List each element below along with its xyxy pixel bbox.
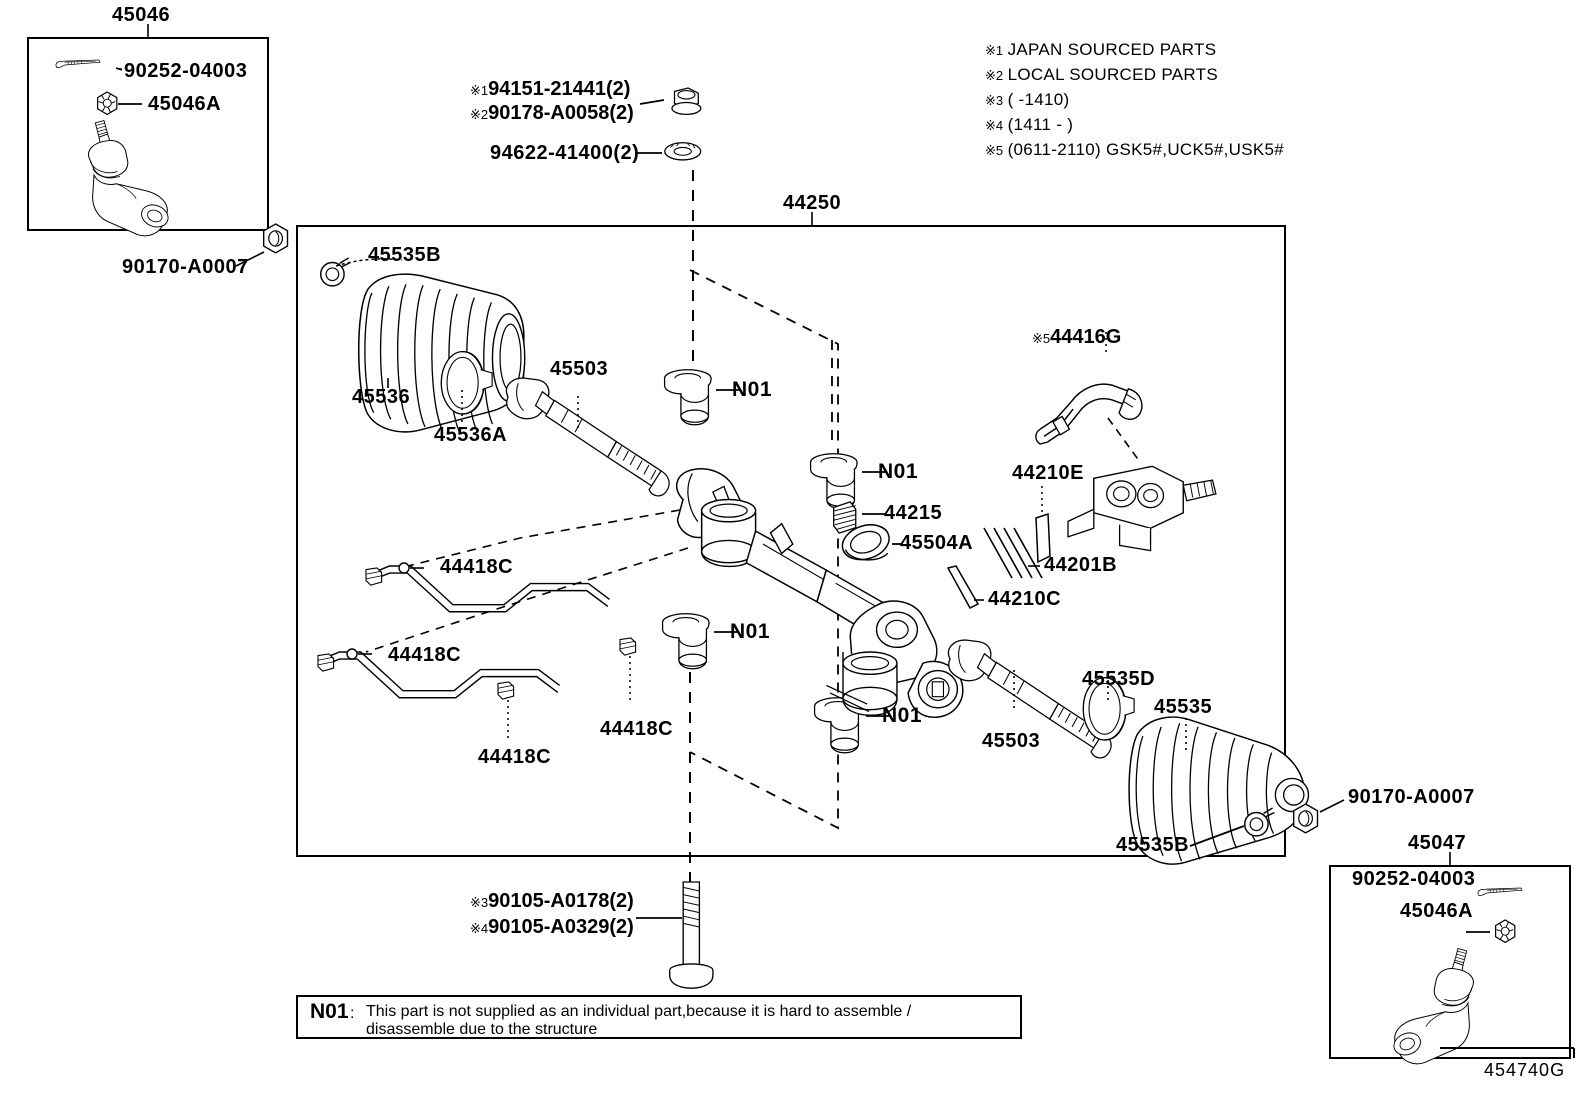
label-44418C-0: 44418C xyxy=(440,556,514,578)
label-45536A: 45536A xyxy=(434,424,508,446)
mark-2: ※2 xyxy=(470,107,489,122)
bottom-callout-0: ※390105-A0178(2) xyxy=(470,890,634,913)
top-callout-1: ※290178-A0058(2) xyxy=(470,102,634,125)
label-44201B: 44201B xyxy=(1044,554,1118,576)
bottom-callout-1: ※490105-A0329(2) xyxy=(470,916,634,939)
label-44215: 44215 xyxy=(884,502,943,524)
label-44418C-2: 44418C xyxy=(600,718,674,740)
diagram-code: 454740G xyxy=(1484,1060,1566,1080)
inset-bottom-right-item-0: 90252-04003 xyxy=(1352,868,1476,890)
footnote-line-2: disassemble due to the structure xyxy=(366,1021,598,1038)
top-callout-0-label: 94151-21441(2) xyxy=(488,78,631,100)
footnote-separator: : xyxy=(350,1005,355,1022)
legend-mark-0: ※1 xyxy=(985,43,1004,58)
legend-row-4: ※5 (0611-2110) GSK5#,UCK5#,USK5# xyxy=(985,138,1284,163)
legend-row-1: ※2 LOCAL SOURCED PARTS xyxy=(985,63,1284,88)
label-n01-1: N01 xyxy=(878,460,919,483)
label-45535: 45535 xyxy=(1154,696,1213,718)
nut-label-bottom-right: 90170-A0007 xyxy=(1348,786,1475,808)
inset-bottom-right-title: 45047 xyxy=(1408,832,1467,854)
legend-list: ※1 JAPAN SOURCED PARTS ※2 LOCAL SOURCED … xyxy=(985,38,1284,163)
legend-row-2: ※3 ( -1410) xyxy=(985,88,1284,113)
label-45503-left: 45503 xyxy=(550,358,609,380)
bottom-callout-0-label: 90105-A0178(2) xyxy=(488,890,634,912)
legend-text-1: LOCAL SOURCED PARTS xyxy=(1007,65,1218,84)
legend-mark-2: ※3 xyxy=(985,93,1004,108)
label-44210C: 44210C xyxy=(988,588,1062,610)
legend-mark-4: ※5 xyxy=(985,143,1004,158)
label-n01-0: N01 xyxy=(732,378,773,401)
legend-mark-3: ※4 xyxy=(985,118,1004,133)
legend-row-0: ※1 JAPAN SOURCED PARTS xyxy=(985,38,1284,63)
label-n01-2: N01 xyxy=(730,620,771,643)
legend-text-3: (1411 - ) xyxy=(1007,115,1074,134)
label-44210E: 44210E xyxy=(1012,462,1084,484)
label-45503-right: 45503 xyxy=(982,730,1041,752)
label-44418C-1: 44418C xyxy=(388,644,462,666)
inset-top-left-item-1: 45046A xyxy=(148,93,222,115)
top-callout-0: ※194151-21441(2) xyxy=(470,78,630,101)
bottom-callout-1-label: 90105-A0329(2) xyxy=(488,916,634,938)
legend-text-4: (0611-2110) GSK5#,UCK5#,USK5# xyxy=(1007,140,1285,159)
label-45504A: 45504A xyxy=(900,532,974,554)
inset-bottom-right-item-1: 45046A xyxy=(1400,900,1474,922)
mark-3: ※3 xyxy=(470,895,489,910)
label-45535D: 45535D xyxy=(1082,668,1156,690)
mark-5: ※5 xyxy=(1032,331,1051,346)
label-45535B-right: 45535B xyxy=(1116,834,1190,856)
legend-text-0: JAPAN SOURCED PARTS xyxy=(1007,40,1217,59)
footnote-key: N01 xyxy=(310,1000,349,1023)
label-44418C-3: 44418C xyxy=(478,746,552,768)
footnote-line-1: This part is not supplied as an individu… xyxy=(366,1003,912,1020)
inset-top-left-title: 45046 xyxy=(112,4,171,26)
gear-assembly-label: 44250 xyxy=(783,192,842,214)
label-45535B-left: 45535B xyxy=(368,244,442,266)
label-n01-3: N01 xyxy=(882,704,923,727)
mark-1: ※1 xyxy=(470,83,489,98)
legend-row-3: ※4 (1411 - ) xyxy=(985,113,1284,138)
top-callout-2-label: 94622-41400(2) xyxy=(490,142,640,164)
inset-top-left-item-0: 90252-04003 xyxy=(124,60,248,82)
label-45536: 45536 xyxy=(352,386,411,408)
label-44416G: 44416G xyxy=(1050,326,1122,348)
legend-text-2: ( -1410) xyxy=(1007,90,1070,109)
legend-mark-1: ※2 xyxy=(985,68,1004,83)
top-callout-1-label: 90178-A0058(2) xyxy=(488,102,634,124)
nut-label-top-left: 90170-A0007 xyxy=(122,256,249,278)
hose-callout: ※544416G xyxy=(1032,326,1121,349)
mark-4: ※4 xyxy=(470,921,489,936)
